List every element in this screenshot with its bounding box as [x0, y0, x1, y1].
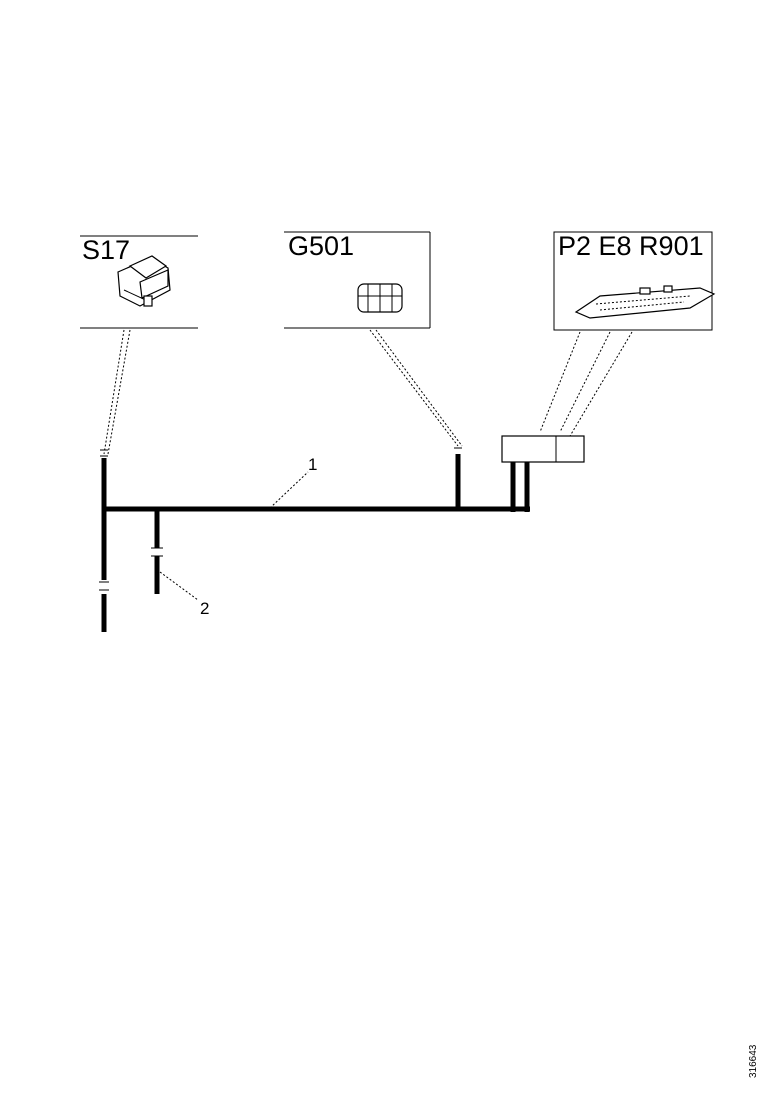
- callout-label-branch-harness: 2: [200, 599, 209, 618]
- connectors: [99, 435, 585, 591]
- component-box-g501: G501: [284, 231, 431, 329]
- circuit-board-icon: [574, 285, 716, 319]
- callout-1: 1: [269, 455, 317, 509]
- component-label-p2-e8-r901: P2 E8 R901: [558, 231, 704, 261]
- component-box-s17: S17: [80, 235, 198, 329]
- multi-connector: [501, 435, 585, 463]
- component-label-g501: G501: [288, 231, 354, 261]
- component-box-p2-e8-r901: P2 E8 R901: [553, 231, 716, 331]
- switch-icon: [117, 255, 171, 307]
- leader-lines: [103, 329, 633, 455]
- component-label-s17: S17: [82, 235, 130, 265]
- reference-code: 316643: [748, 1044, 759, 1078]
- callout-2: 2: [159, 571, 209, 618]
- callout-label-main-harness: 1: [308, 455, 317, 474]
- main-harness: [101, 454, 530, 632]
- connector-icon: [357, 283, 403, 313]
